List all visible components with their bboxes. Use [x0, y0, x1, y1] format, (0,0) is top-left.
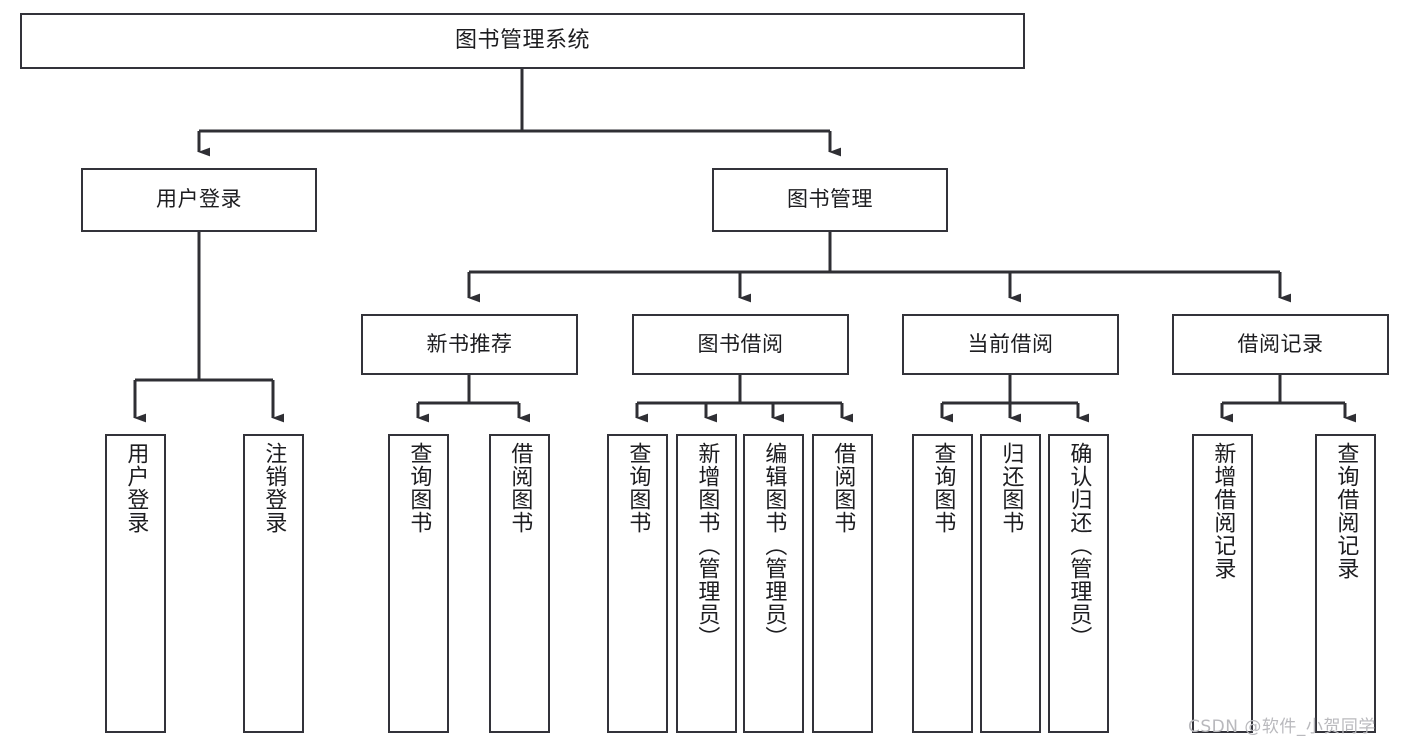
node-leaf-query-book-cur-label: 查询图书 [930, 442, 956, 534]
node-book-management-label: 图书管理 [787, 187, 873, 212]
node-user-login[interactable]: 用户登录 [81, 168, 317, 232]
node-leaf-borrow-book-rec-label: 借阅图书 [507, 442, 533, 534]
node-leaf-borrow-book[interactable]: 借阅图书 [812, 434, 873, 733]
node-leaf-query-book-cur[interactable]: 查询图书 [912, 434, 973, 733]
node-leaf-confirm-return-label: 确认归还（管理员） [1066, 442, 1092, 649]
node-leaf-add-book-label: 新增图书（管理员） [694, 442, 720, 649]
node-leaf-edit-book[interactable]: 编辑图书（管理员） [743, 434, 804, 733]
node-leaf-borrow-book-label: 借阅图书 [830, 442, 856, 534]
node-leaf-return-book[interactable]: 归还图书 [980, 434, 1041, 733]
node-book-borrow-label: 图书借阅 [697, 331, 784, 356]
node-leaf-user-login-label: 用户登录 [123, 442, 149, 534]
node-leaf-add-record-label: 新增借阅记录 [1210, 442, 1236, 580]
node-leaf-add-record[interactable]: 新增借阅记录 [1192, 434, 1253, 733]
node-book-borrow[interactable]: 图书借阅 [632, 314, 849, 375]
node-new-book-recommend[interactable]: 新书推荐 [361, 314, 578, 375]
node-root-system[interactable]: 图书管理系统 [20, 13, 1025, 69]
node-leaf-query-book-rec[interactable]: 查询图书 [388, 434, 449, 733]
node-leaf-query-record[interactable]: 查询借阅记录 [1315, 434, 1376, 733]
node-borrow-records-label: 借阅记录 [1237, 331, 1324, 356]
node-root-system-label: 图书管理系统 [454, 27, 590, 53]
connector-lines [133, 69, 1356, 423]
node-new-book-recommend-label: 新书推荐 [426, 331, 513, 356]
node-borrow-records[interactable]: 借阅记录 [1172, 314, 1389, 375]
node-user-login-label: 用户登录 [156, 187, 242, 212]
node-leaf-add-book[interactable]: 新增图书（管理员） [676, 434, 737, 733]
node-current-borrow[interactable]: 当前借阅 [902, 314, 1119, 375]
node-leaf-edit-book-label: 编辑图书（管理员） [761, 442, 787, 649]
node-leaf-query-book-rec-label: 查询图书 [406, 442, 432, 534]
node-leaf-confirm-return[interactable]: 确认归还（管理员） [1048, 434, 1109, 733]
node-leaf-return-book-label: 归还图书 [998, 442, 1024, 534]
node-leaf-query-book-borrow[interactable]: 查询图书 [607, 434, 668, 733]
node-leaf-logout-label: 注销登录 [261, 442, 287, 534]
node-current-borrow-label: 当前借阅 [967, 331, 1054, 356]
node-leaf-logout[interactable]: 注销登录 [243, 434, 304, 733]
node-leaf-query-record-label: 查询借阅记录 [1333, 442, 1359, 580]
node-book-management[interactable]: 图书管理 [712, 168, 948, 232]
node-leaf-borrow-book-rec[interactable]: 借阅图书 [489, 434, 550, 733]
node-leaf-user-login[interactable]: 用户登录 [105, 434, 166, 733]
node-leaf-query-book-borrow-label: 查询图书 [625, 442, 651, 534]
